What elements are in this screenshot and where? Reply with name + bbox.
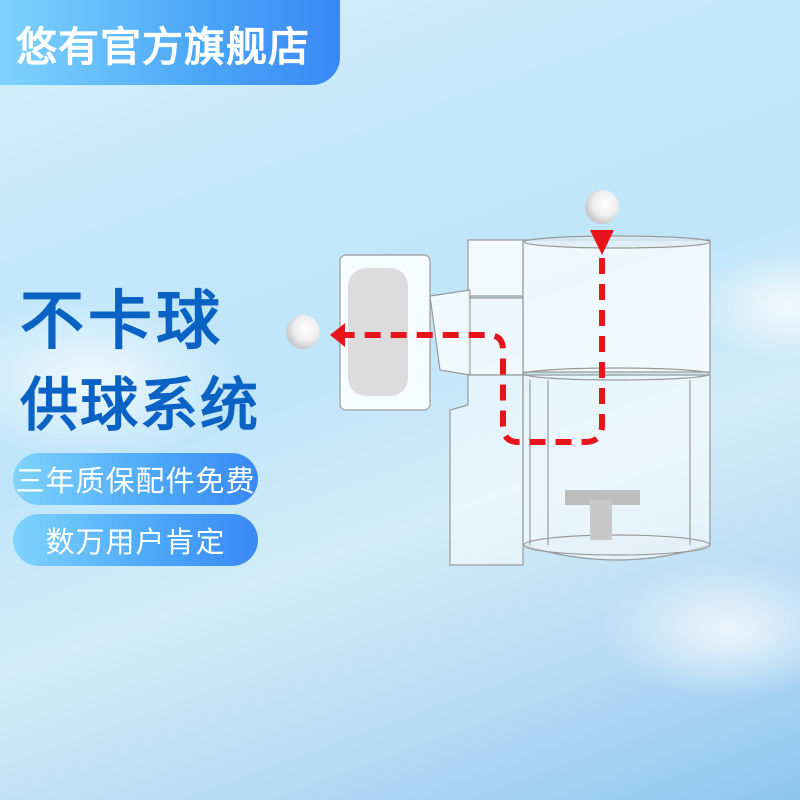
ball-path-arrow-icon [345,258,605,445]
brand-banner: 悠有官方旗舰店 [0,0,340,85]
machine-body-icon [339,235,711,566]
cloud-decoration [0,300,240,460]
users-badge: 数万用户肯定 [13,514,258,566]
left-arrowhead-icon [330,323,345,347]
badge-label: 数万用户肯定 [45,525,226,559]
warranty-badge: 三年质保配件免费 [13,453,258,505]
brand-title: 悠有官方旗舰店 [16,22,310,71]
ball-icon [585,190,619,224]
down-arrowhead-icon [590,230,614,255]
headline-primary: 不卡球 [20,285,224,359]
cloud-decoration [600,560,800,700]
badge-label: 三年质保配件免费 [15,464,256,498]
ball-icon [286,315,320,349]
headline-secondary: 供球系统 [20,371,261,439]
